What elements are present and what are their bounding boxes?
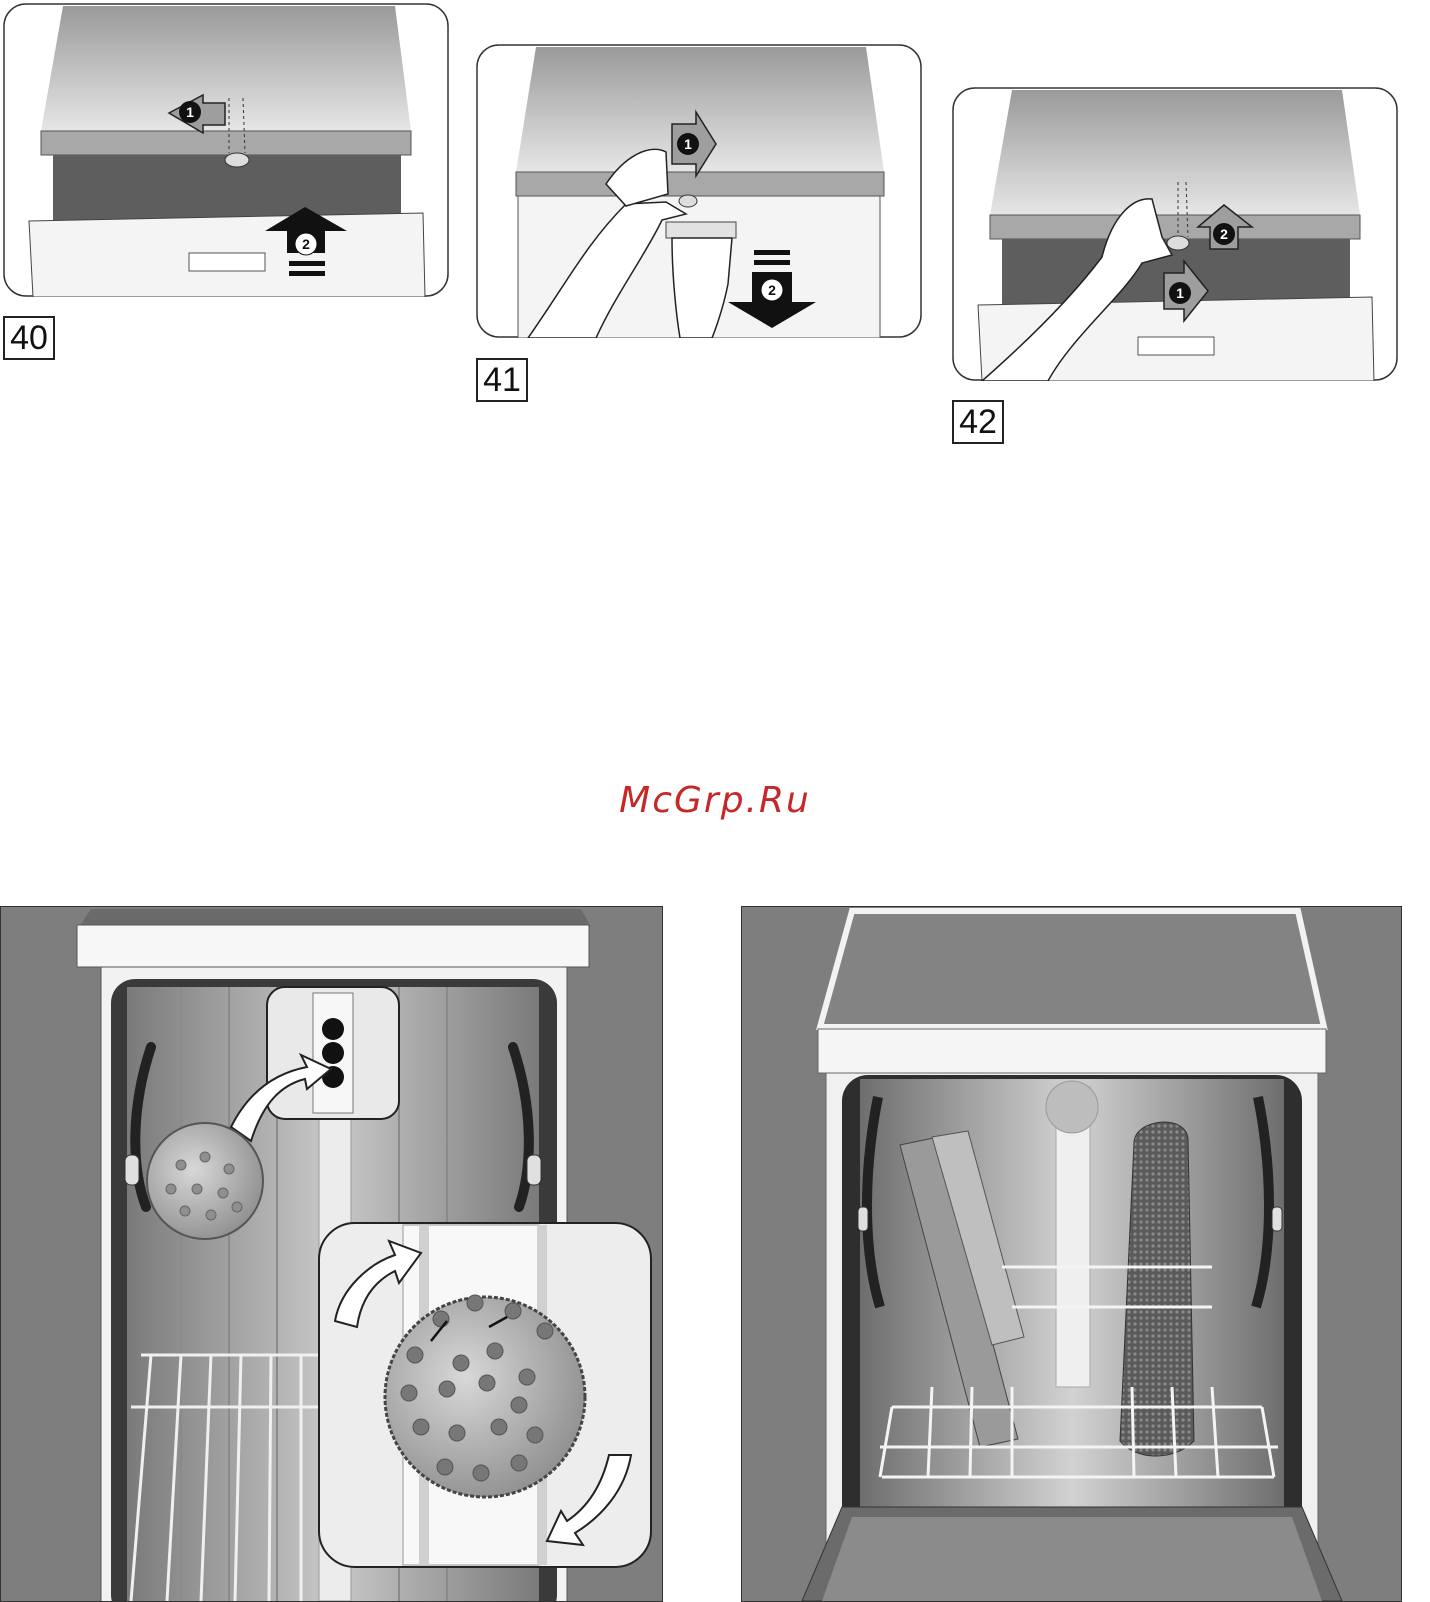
figure-40-illustration: 1 2	[3, 3, 449, 297]
spray-arm-icon	[147, 1123, 263, 1239]
step-2-label: 2	[302, 236, 310, 252]
step-1-label: 1	[186, 104, 194, 120]
figure-42-number: 42	[952, 400, 1004, 444]
dishwasher-loaded-illustration	[741, 906, 1402, 1602]
step-2-label: 2	[1220, 226, 1228, 242]
step-2-label: 2	[768, 282, 776, 298]
figure-41-number: 41	[476, 358, 528, 402]
step-1-label: 1	[1176, 285, 1184, 301]
spray-arm-removal-illustration	[0, 906, 663, 1602]
figure-42-illustration: 2 1	[952, 87, 1398, 381]
figure-40-number: 40	[3, 316, 55, 360]
watermark: McGrp.Ru	[0, 780, 1430, 821]
figure-41-illustration: 1 2	[476, 44, 922, 338]
step-1-label: 1	[684, 136, 692, 152]
spray-arm-icon	[385, 1295, 585, 1497]
